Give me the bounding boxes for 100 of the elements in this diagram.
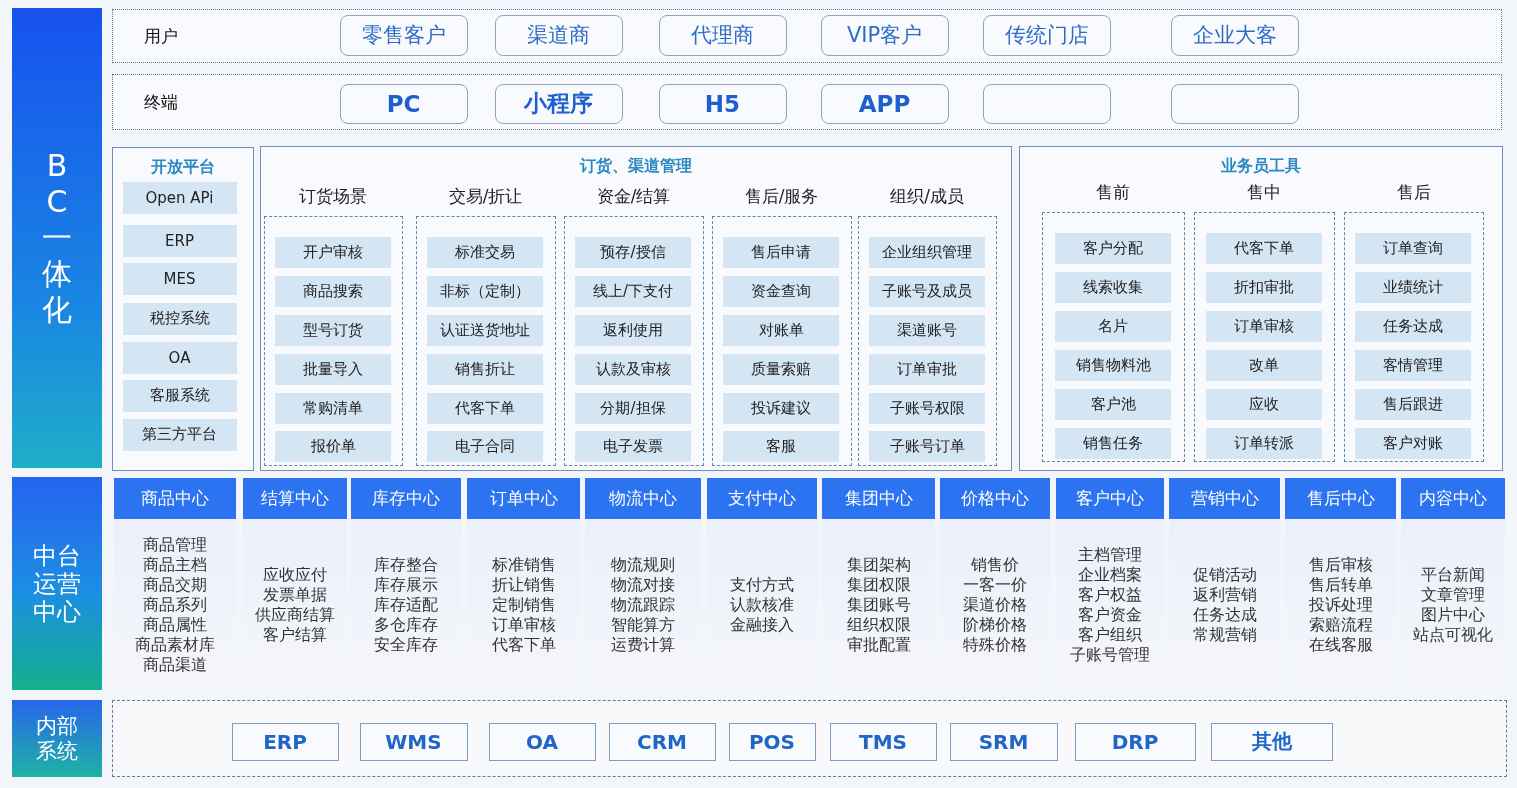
system-tag: 其他 [1210, 722, 1333, 761]
feature-item: 商品系列 [143, 594, 207, 615]
feature-item: 支付方式 [730, 574, 794, 595]
terminal-tag: PC [339, 83, 468, 124]
system-tag: ERP [231, 722, 339, 761]
feature-item: 组织权限 [846, 614, 911, 635]
feature-tile: 子账号及成员 [869, 276, 985, 307]
system-tag: DRP [1074, 722, 1196, 761]
column-heading: 售前 [1096, 180, 1130, 203]
card-header: 支付中心 [707, 478, 817, 519]
feature-item: 运费计算 [611, 634, 675, 655]
column-heading: 资金/结算 [596, 184, 671, 207]
feature-item: 销售价 [971, 554, 1019, 575]
feature-item: 代客下单 [491, 634, 556, 655]
feature-tile: 标准交易 [427, 237, 543, 268]
feature-item: 图片中心 [1421, 604, 1485, 625]
feature-item: 渠道价格 [963, 594, 1027, 615]
card-header: 营销中心 [1169, 478, 1280, 519]
column-heading: 订货场景 [299, 184, 367, 207]
feature-item: 售后审核 [1308, 554, 1373, 575]
card-header: 客户中心 [1056, 478, 1164, 519]
feature-tile: 预存/授信 [575, 237, 691, 268]
feature-item: 库存展示 [374, 574, 438, 595]
feature-item: 商品管理 [143, 534, 207, 555]
feature-tile: 订单转派 [1206, 428, 1322, 459]
card-header: 商品中心 [114, 478, 236, 519]
feature-item: 物流对接 [611, 574, 675, 595]
feature-item: 定制销售 [491, 594, 556, 615]
feature-item: 商品素材库 [135, 634, 215, 655]
system-tag: POS [728, 722, 816, 761]
feature-tile: 客服 [723, 431, 839, 462]
user-type-tag: 零售客户 [339, 14, 468, 56]
feature-item: 认款核准 [730, 594, 794, 615]
feature-item: 客户组织 [1078, 624, 1142, 645]
user-type-tag: VIP客户 [820, 14, 949, 56]
system-tag: CRM [608, 722, 716, 761]
feature-item: 企业档案 [1078, 564, 1142, 585]
column-heading: 组织/成员 [890, 184, 964, 207]
feature-item: 特殊价格 [963, 634, 1027, 655]
feature-item: 索赔流程 [1308, 614, 1373, 635]
system-tag: SRM [949, 722, 1058, 761]
feature-tile: 型号订货 [275, 315, 391, 346]
feature-tile: 企业组织管理 [869, 237, 985, 268]
system-tag: OA [488, 722, 596, 761]
section-band: 内部系统 [12, 700, 102, 777]
feature-item: 金融接入 [730, 614, 794, 635]
feature-tile: 认证送货地址 [427, 315, 543, 346]
feature-item: 集团架构 [846, 554, 911, 575]
feature-tile: 电子发票 [575, 431, 691, 462]
feature-item: 商品交期 [143, 574, 207, 595]
system-tile: OA [122, 341, 237, 374]
feature-tile: 销售物料池 [1055, 350, 1171, 381]
module-panel [260, 146, 1012, 471]
feature-tile: 对账单 [723, 315, 839, 346]
row-panel [112, 74, 1502, 130]
card-header: 订单中心 [467, 478, 580, 519]
terminal-tag [982, 83, 1111, 124]
card-header: 内容中心 [1401, 478, 1505, 519]
feature-item: 多仓库存 [374, 614, 438, 635]
feature-tile: 非标（定制） [427, 276, 543, 307]
section-band: BC一体化 [12, 8, 102, 468]
card-header: 库存中心 [351, 478, 461, 519]
system-tile: 第三方平台 [122, 418, 237, 451]
feature-tile: 名片 [1055, 311, 1171, 342]
system-tile: 客服系统 [122, 379, 237, 412]
feature-item: 主档管理 [1078, 544, 1142, 565]
feature-tile: 商品搜索 [275, 276, 391, 307]
feature-item: 一客一价 [963, 574, 1027, 595]
row-panel [112, 9, 1502, 63]
feature-tile: 质量索赔 [723, 354, 839, 385]
feature-item: 任务达成 [1192, 604, 1257, 625]
feature-item: 折让销售 [491, 574, 556, 595]
column-heading: 售后/服务 [744, 184, 819, 207]
feature-item: 供应商结算 [255, 604, 335, 625]
feature-tile: 代客下单 [427, 393, 543, 424]
feature-item: 投诉处理 [1308, 594, 1373, 615]
feature-tile: 资金查询 [723, 276, 839, 307]
feature-item: 阶梯价格 [963, 614, 1027, 635]
feature-item: 订单审核 [491, 614, 556, 635]
feature-item: 客户权益 [1078, 584, 1142, 605]
feature-tile: 订单查询 [1355, 233, 1471, 264]
section-band: 中台运营中心 [12, 477, 102, 690]
feature-item: 文章管理 [1421, 584, 1485, 605]
feature-item: 售后转单 [1308, 574, 1373, 595]
feature-tile: 客情管理 [1355, 350, 1471, 381]
feature-item: 促销活动 [1192, 564, 1257, 585]
feature-item: 审批配置 [846, 634, 911, 655]
feature-tile: 子账号订单 [869, 431, 985, 462]
feature-item: 商品渠道 [143, 654, 207, 675]
card-header: 价格中心 [940, 478, 1050, 519]
feature-item: 智能算方 [611, 614, 675, 635]
feature-item: 库存适配 [374, 594, 438, 615]
row-label: 用户 [144, 24, 178, 48]
feature-tile: 开户审核 [275, 237, 391, 268]
feature-tile: 投诉建议 [723, 393, 839, 424]
feature-item: 返利营销 [1192, 584, 1257, 605]
feature-item: 平台新闻 [1421, 564, 1485, 585]
feature-item: 应收应付 [263, 564, 327, 585]
panel-title: 业务员工具 [1221, 156, 1301, 177]
feature-tile: 返利使用 [575, 315, 691, 346]
